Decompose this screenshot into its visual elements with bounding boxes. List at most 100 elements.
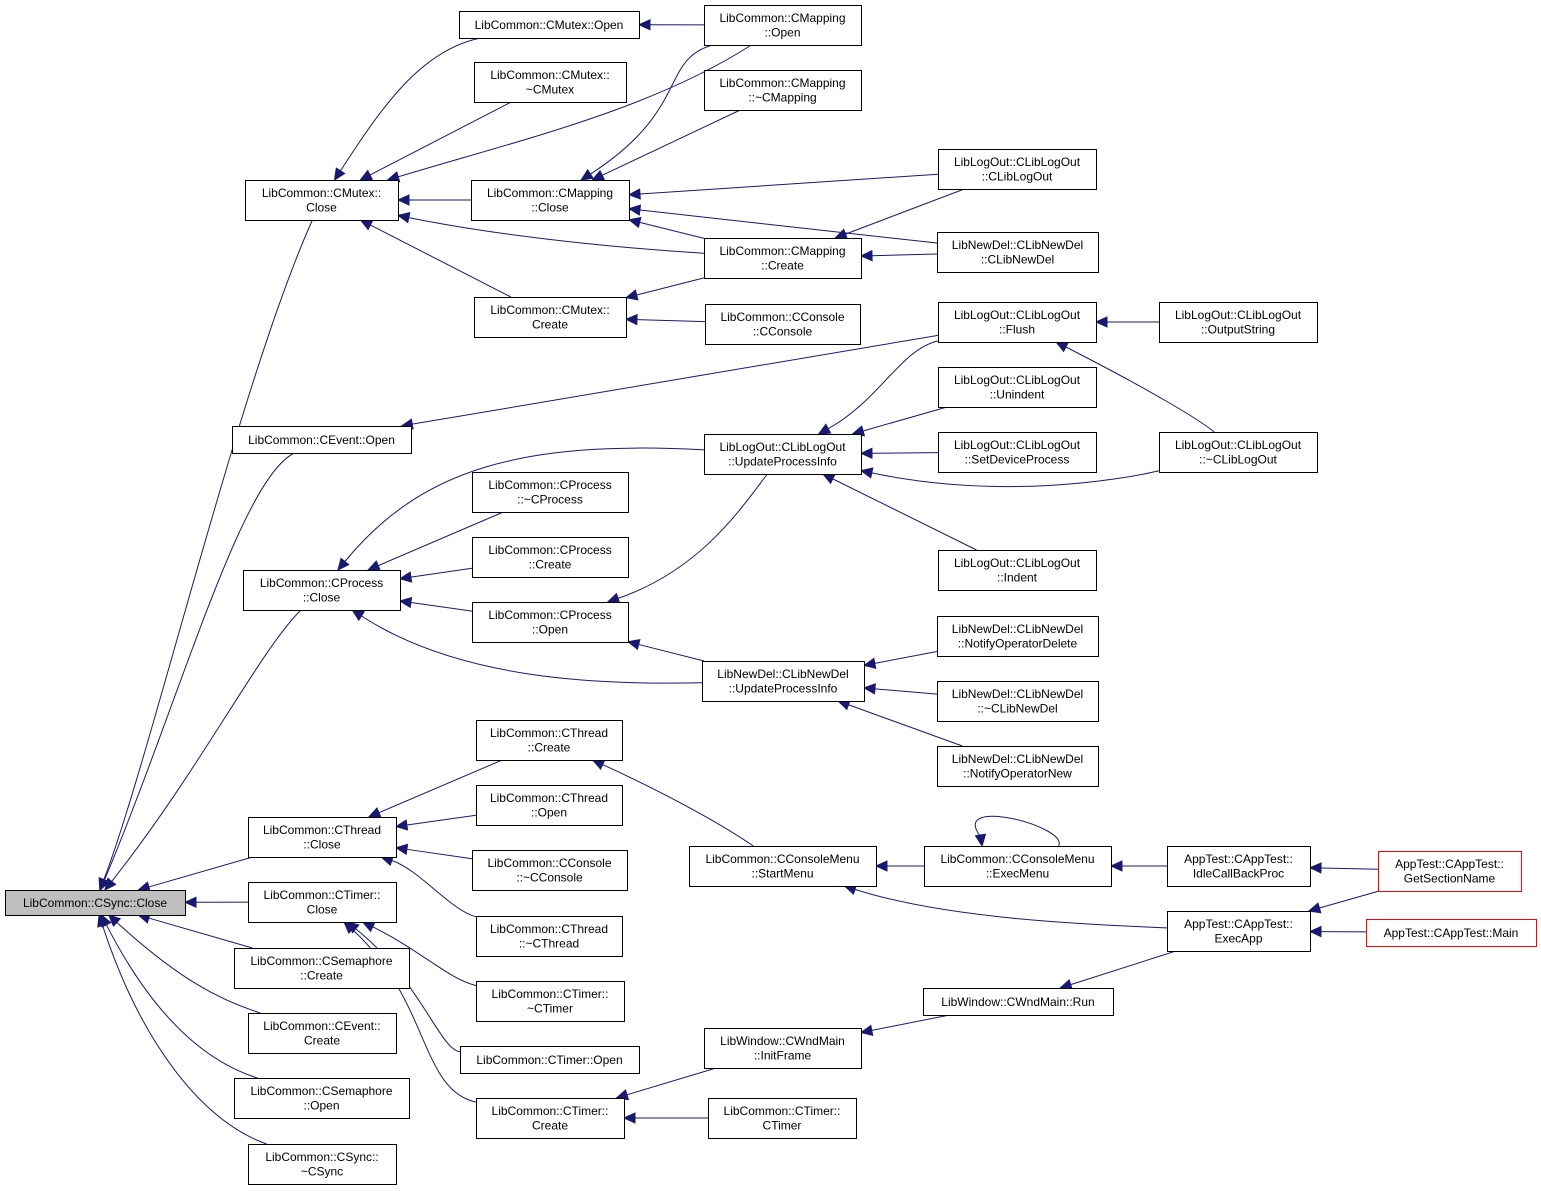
node-apptest-exec[interactable]: AppTest::CAppTest::ExecApp [1167, 911, 1311, 952]
node-thread-dtor[interactable]: LibCommon::CThread::~CThread [476, 916, 623, 957]
node-box [924, 846, 1112, 887]
node-timer-dtor[interactable]: LibCommon::CTimer::~CTimer [476, 981, 625, 1022]
node-timer-ctor[interactable]: LibCommon::CTimer::CTimer [708, 1098, 857, 1139]
node-label-line: LibCommon::CConsoleMenu [940, 852, 1094, 866]
node-timer-close[interactable]: LibCommon::CTimer::Close [248, 882, 397, 923]
node-newdel-upi[interactable]: LibNewDel::CLibNewDel::UpdateProcessInfo [702, 661, 865, 702]
node-label-line: LibCommon::CEvent::Open [248, 433, 395, 447]
node-label-line: LibLogOut::CLibLogOut [954, 155, 1081, 169]
edge-thread_open-to-thread_close [394, 814, 477, 831]
node-mutex-close[interactable]: LibCommon::CMutex::Close [245, 180, 399, 221]
edge-apptest_getsec-to-apptest_idle [1308, 862, 1379, 874]
node-apptest-idle[interactable]: AppTest::CAppTest::IdleCallBackProc [1167, 846, 1311, 887]
node-logout-flush[interactable]: LibLogOut::CLibLogOut::Flush [938, 302, 1097, 343]
node-logout-ctor[interactable]: LibLogOut::CLibLogOut::CLibLogOut [938, 149, 1097, 190]
node-label-line: AppTest::CAppTest::Main [1384, 926, 1519, 940]
node-mutex-dtor[interactable]: LibCommon::CMutex::~CMutex [474, 62, 627, 103]
edge-mutex_open-to-mutex_close [333, 37, 481, 182]
edge-apptest_main-to-apptest_exec [1308, 925, 1367, 938]
edge-mapping_create-to-mutex_close [396, 212, 705, 254]
node-logout-unindent[interactable]: LibLogOut::CLibLogOut::Unindent [938, 367, 1097, 408]
edge-timer_close-to-sync_close [183, 896, 249, 909]
node-box [702, 661, 865, 702]
node-box [476, 916, 623, 957]
node-mapping-create[interactable]: LibCommon::CMapping::Create [704, 238, 862, 279]
node-apptest-getsec[interactable]: AppTest::CAppTest::GetSectionName [1378, 851, 1522, 892]
node-box [704, 1028, 862, 1069]
node-box [1378, 851, 1522, 892]
node-logout-upi[interactable]: LibLogOut::CLibLogOut::UpdateProcessInfo [704, 434, 862, 475]
node-sync-dtor[interactable]: LibCommon::CSync::~CSync [248, 1144, 397, 1185]
node-box [938, 432, 1097, 473]
node-newdel-dtor[interactable]: LibNewDel::CLibNewDel::~CLibNewDel [937, 681, 1099, 722]
node-mapping-close[interactable]: LibCommon::CMapping::Close [471, 180, 630, 221]
node-label-line: ::Unindent [990, 388, 1045, 402]
node-label-line: Close [306, 201, 337, 215]
node-sem-create[interactable]: LibCommon::CSemaphore::Create [234, 948, 410, 989]
node-box [1366, 919, 1537, 947]
node-label-line: LibLogOut::CLibLogOut [954, 308, 1081, 322]
node-label-line: LibLogOut::CLibLogOut [1175, 438, 1302, 452]
node-timer-open[interactable]: LibCommon::CTimer::Open [460, 1046, 640, 1074]
node-process-create[interactable]: LibCommon::CProcess::Create [472, 537, 629, 578]
edge-process_open-to-process_close [398, 596, 473, 612]
edge-process_create-to-process_close [398, 567, 473, 583]
node-logout-setdev[interactable]: LibLogOut::CLibLogOut::SetDeviceProcess [938, 432, 1097, 473]
node-mapping-dtor[interactable]: LibCommon::CMapping::~CMapping [704, 70, 862, 111]
node-wndmain-init[interactable]: LibWindow::CWndMain::InitFrame [704, 1028, 862, 1069]
node-event-open[interactable]: LibCommon::CEvent::Open [232, 426, 412, 454]
node-logout-indent[interactable]: LibLogOut::CLibLogOut::Indent [938, 550, 1097, 591]
node-apptest-main[interactable]: AppTest::CAppTest::Main [1366, 919, 1537, 947]
node-label-line: LibLogOut::CLibLogOut [954, 556, 1081, 570]
node-newdel-opnew[interactable]: LibNewDel::CLibNewDel::NotifyOperatorNew [937, 746, 1099, 787]
node-consolemenu-start[interactable]: LibCommon::CConsoleMenu::StartMenu [689, 846, 877, 887]
node-sync-close[interactable]: LibCommon::CSync::Close [5, 890, 186, 916]
node-logout-output[interactable]: LibLogOut::CLibLogOut::OutputString [1159, 302, 1318, 343]
node-process-close[interactable]: LibCommon::CProcess::Close [243, 570, 401, 611]
node-event-create[interactable]: LibCommon::CEvent::Create [248, 1013, 397, 1054]
node-label-line: LibCommon::CMapping [719, 76, 845, 90]
edge-mapping_create-to-mapping_close [627, 216, 705, 239]
node-box [937, 746, 1099, 787]
node-box [472, 850, 628, 891]
node-newdel-ctor[interactable]: LibNewDel::CLibNewDel::CLibNewDel [937, 232, 1099, 273]
node-label-line: ::Close [303, 838, 341, 852]
node-sem-open[interactable]: LibCommon::CSemaphore::Open [234, 1078, 410, 1119]
edge-newdel_ctor-to-mapping_close [627, 204, 938, 244]
node-console-ctor[interactable]: LibCommon::CConsole::CConsole [705, 304, 861, 345]
node-consolemenu-exec[interactable]: LibCommon::CConsoleMenu::ExecMenu [924, 846, 1112, 887]
node-thread-create[interactable]: LibCommon::CThread::Create [476, 720, 623, 761]
node-label-line: LibCommon::CConsole [720, 310, 844, 324]
node-label-line: ::StartMenu [751, 867, 813, 881]
node-thread-close[interactable]: LibCommon::CThread::Close [248, 817, 397, 858]
edge-newdel_opdel-to-newdel_upi [862, 650, 938, 669]
edge-sync_dtor-to-sync_close [97, 913, 267, 1145]
node-timer-create[interactable]: LibCommon::CTimer::Create [476, 1098, 625, 1139]
node-label-line: LibCommon::CProcess [260, 576, 383, 590]
node-process-dtor[interactable]: LibCommon::CProcess::~CProcess [472, 472, 629, 513]
edge-mapping_open-to-mutex_open [637, 18, 705, 31]
node-label-line: AppTest::CAppTest:: [1184, 917, 1293, 931]
node-mutex-open[interactable]: LibCommon::CMutex::Open [459, 11, 640, 39]
node-newdel-opdel[interactable]: LibNewDel::CLibNewDel::NotifyOperatorDel… [937, 616, 1099, 657]
edge-logout_dtor-to-logout_upi [859, 467, 1160, 488]
edge-process_close-to-sync_close [104, 609, 302, 891]
node-box [472, 602, 629, 643]
node-label-line: LibCommon::CConsole [487, 856, 611, 870]
node-mapping-open[interactable]: LibCommon::CMapping::Open [704, 5, 862, 46]
node-label-line: LibCommon::CThread [490, 726, 608, 740]
node-label-line: LibLogOut::CLibLogOut [954, 373, 1081, 387]
node-logout-dtor[interactable]: LibLogOut::CLibLogOut::~CLibLogOut [1159, 432, 1318, 473]
node-box [704, 434, 862, 475]
node-mutex-create[interactable]: LibCommon::CMutex::Create [474, 297, 627, 338]
node-label-line: ::Open [532, 623, 568, 637]
node-box [459, 11, 640, 39]
node-wndmain-run[interactable]: LibWindow::CWndMain::Run [923, 988, 1114, 1016]
node-thread-open[interactable]: LibCommon::CThread::Open [476, 785, 623, 826]
node-label-line: ~CTimer [527, 1002, 573, 1016]
node-label-line: ::Create [528, 741, 571, 755]
edge-logout_flush-to-event_open [400, 334, 939, 430]
node-console-dtor[interactable]: LibCommon::CConsole::~CConsole [472, 850, 628, 891]
node-box [472, 472, 629, 513]
node-process-open[interactable]: LibCommon::CProcess::Open [472, 602, 629, 643]
